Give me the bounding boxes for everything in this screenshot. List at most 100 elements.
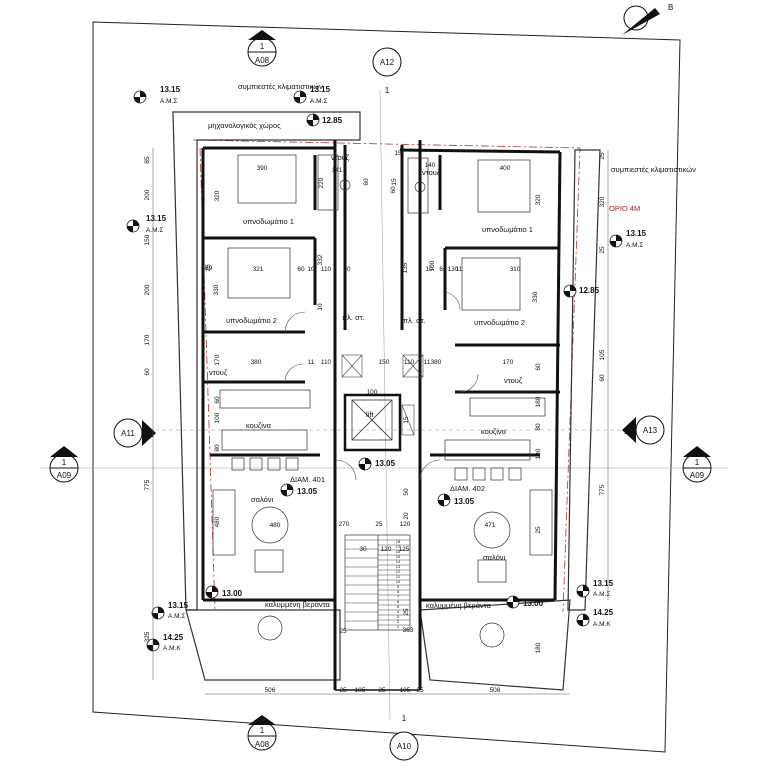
apt-401-label: ΔΙΑΜ. 401 — [290, 475, 325, 484]
stair-number: 12 — [396, 569, 401, 574]
svg-text:1: 1 — [385, 86, 390, 95]
dimension-label: 321 — [253, 266, 264, 273]
level-label: 14.25 — [163, 633, 184, 642]
shafts — [341, 354, 424, 436]
dimension-label: 25 — [599, 152, 606, 160]
dimension-label: 330 — [532, 291, 539, 302]
dimension-label: 11 — [456, 266, 463, 273]
level-symbol — [280, 483, 294, 497]
dimension-label: 140 — [425, 162, 436, 169]
dimension-label: 10 — [317, 303, 324, 311]
dimension-label: 150 — [144, 234, 151, 245]
level-label: 13.05 — [375, 459, 396, 468]
dimension-label: 85 — [144, 156, 151, 164]
grid-marker-a10: A10 1 — [389, 714, 419, 761]
stair-number: 4 — [397, 609, 400, 614]
stair-number: 15 — [396, 554, 401, 559]
dimension-label: 332 — [317, 254, 324, 265]
svg-text:A13: A13 — [643, 426, 658, 435]
dimension-label: 11 — [308, 359, 315, 366]
dimension-label: 60 — [439, 266, 447, 273]
staircase — [344, 534, 411, 631]
dimension-label: 20 — [403, 512, 410, 520]
dimension-label: 270 — [339, 521, 350, 528]
dimension-label: 508 — [490, 687, 501, 694]
furniture — [212, 154, 553, 648]
section-marker-a08-bottom: 1 A08 — [247, 715, 277, 751]
shower-right-label: ντουζ — [422, 168, 441, 177]
level-label: 13.15 — [168, 601, 189, 610]
dimension-label: 170 — [503, 359, 514, 366]
level-symbol — [358, 457, 372, 471]
dimension-label: 15 — [403, 416, 410, 424]
grid-lines — [40, 89, 728, 721]
dimension-label: 141 — [332, 167, 343, 174]
svg-text:A09: A09 — [57, 471, 72, 480]
bedroom-1-right-label: υπνοδωμάτιο 1 — [482, 225, 533, 234]
grid-marker-a11: A11 1 — [113, 418, 156, 448]
level-label: 13.00 — [222, 589, 243, 598]
stair-number: 9 — [397, 584, 400, 589]
dimension-label: 180 — [535, 396, 542, 407]
dimension-label: 390 — [257, 165, 268, 172]
grid-marker-a13: A13 1 — [622, 415, 665, 445]
dimension-label: 105 — [599, 349, 606, 360]
dimension-label: 310 — [510, 266, 521, 273]
lift-label: lift — [366, 410, 374, 419]
level-symbol — [205, 585, 219, 599]
svg-text:1: 1 — [260, 726, 265, 735]
shaft-right-label: πλ. στ. — [403, 316, 426, 325]
veranda-left-label: καλυμμένη βεράντα — [265, 600, 331, 609]
limit-label: ΟΡΙΟ 4Μ — [609, 204, 640, 213]
grid-marker-a12: A12 1 — [372, 47, 402, 95]
room-labels: συμπιεστές κλιματιστικών μηχανολογικός χ… — [208, 82, 696, 610]
level-symbol — [306, 113, 320, 127]
svg-text:1: 1 — [150, 430, 155, 439]
ac-right-label: συμπιεστές κλιματιστικών — [611, 165, 696, 174]
stool — [249, 457, 263, 471]
dimension-label: 60 — [214, 396, 221, 404]
dimension-label: 60 — [343, 266, 351, 273]
dimension-label: 170 — [214, 354, 221, 365]
dimension-label: 100 — [429, 260, 436, 271]
bed-left-1 — [237, 154, 297, 204]
stair-number: 11 — [396, 574, 401, 579]
dimension-label: 170 — [144, 334, 151, 345]
kitchen-right-label: κουζίνα — [481, 427, 507, 436]
level-sub: Α.Μ.Κ — [593, 621, 611, 628]
dimension-label: 25 — [416, 687, 424, 694]
dimension-label: 380 — [431, 359, 442, 366]
level-symbol — [576, 613, 590, 627]
dimension-label: 60 — [144, 368, 151, 376]
level-label: 14.25 — [593, 608, 614, 617]
dimension-label: 200 — [144, 189, 151, 200]
svg-text:A11: A11 — [121, 429, 135, 438]
level-symbol — [293, 90, 307, 104]
dimension-label: 363 — [403, 627, 414, 634]
bedroom-1-left-label: υπνοδωμάτιο 1 — [243, 217, 294, 226]
dimension-label: 125 — [399, 546, 410, 553]
dimension-label: 80 — [535, 423, 542, 431]
level-symbol — [126, 219, 140, 233]
stair-number: 8 — [397, 589, 400, 594]
level-sub: Α.Μ.Σ — [160, 98, 177, 105]
stair-number: 17 — [396, 544, 401, 549]
level-label: 12.85 — [322, 116, 343, 125]
kitchen-left-label: κουζίνα — [246, 421, 272, 430]
level-label: 12.85 — [579, 286, 600, 295]
stool — [267, 457, 281, 471]
dimension-label: 471 — [485, 522, 496, 529]
bed-right-1 — [477, 159, 531, 213]
dimension-label: 135 — [402, 262, 409, 273]
bedroom-2-left-label: υπνοδωμάτιο 2 — [226, 316, 277, 325]
section-marker-a08-top: 1 A08 — [247, 30, 277, 67]
svg-text:1: 1 — [402, 714, 407, 723]
lift-cross — [351, 399, 393, 441]
dimension-label: 480 — [214, 516, 221, 527]
dimension-label: 480 — [270, 522, 281, 529]
dimension-label: 100 — [214, 412, 221, 423]
dimension-label: 330 — [213, 284, 220, 295]
shaft-left-label: πλ. στ. — [342, 313, 365, 322]
dimension-label: 25 — [205, 264, 212, 272]
dimension-label: 25 — [403, 608, 410, 616]
